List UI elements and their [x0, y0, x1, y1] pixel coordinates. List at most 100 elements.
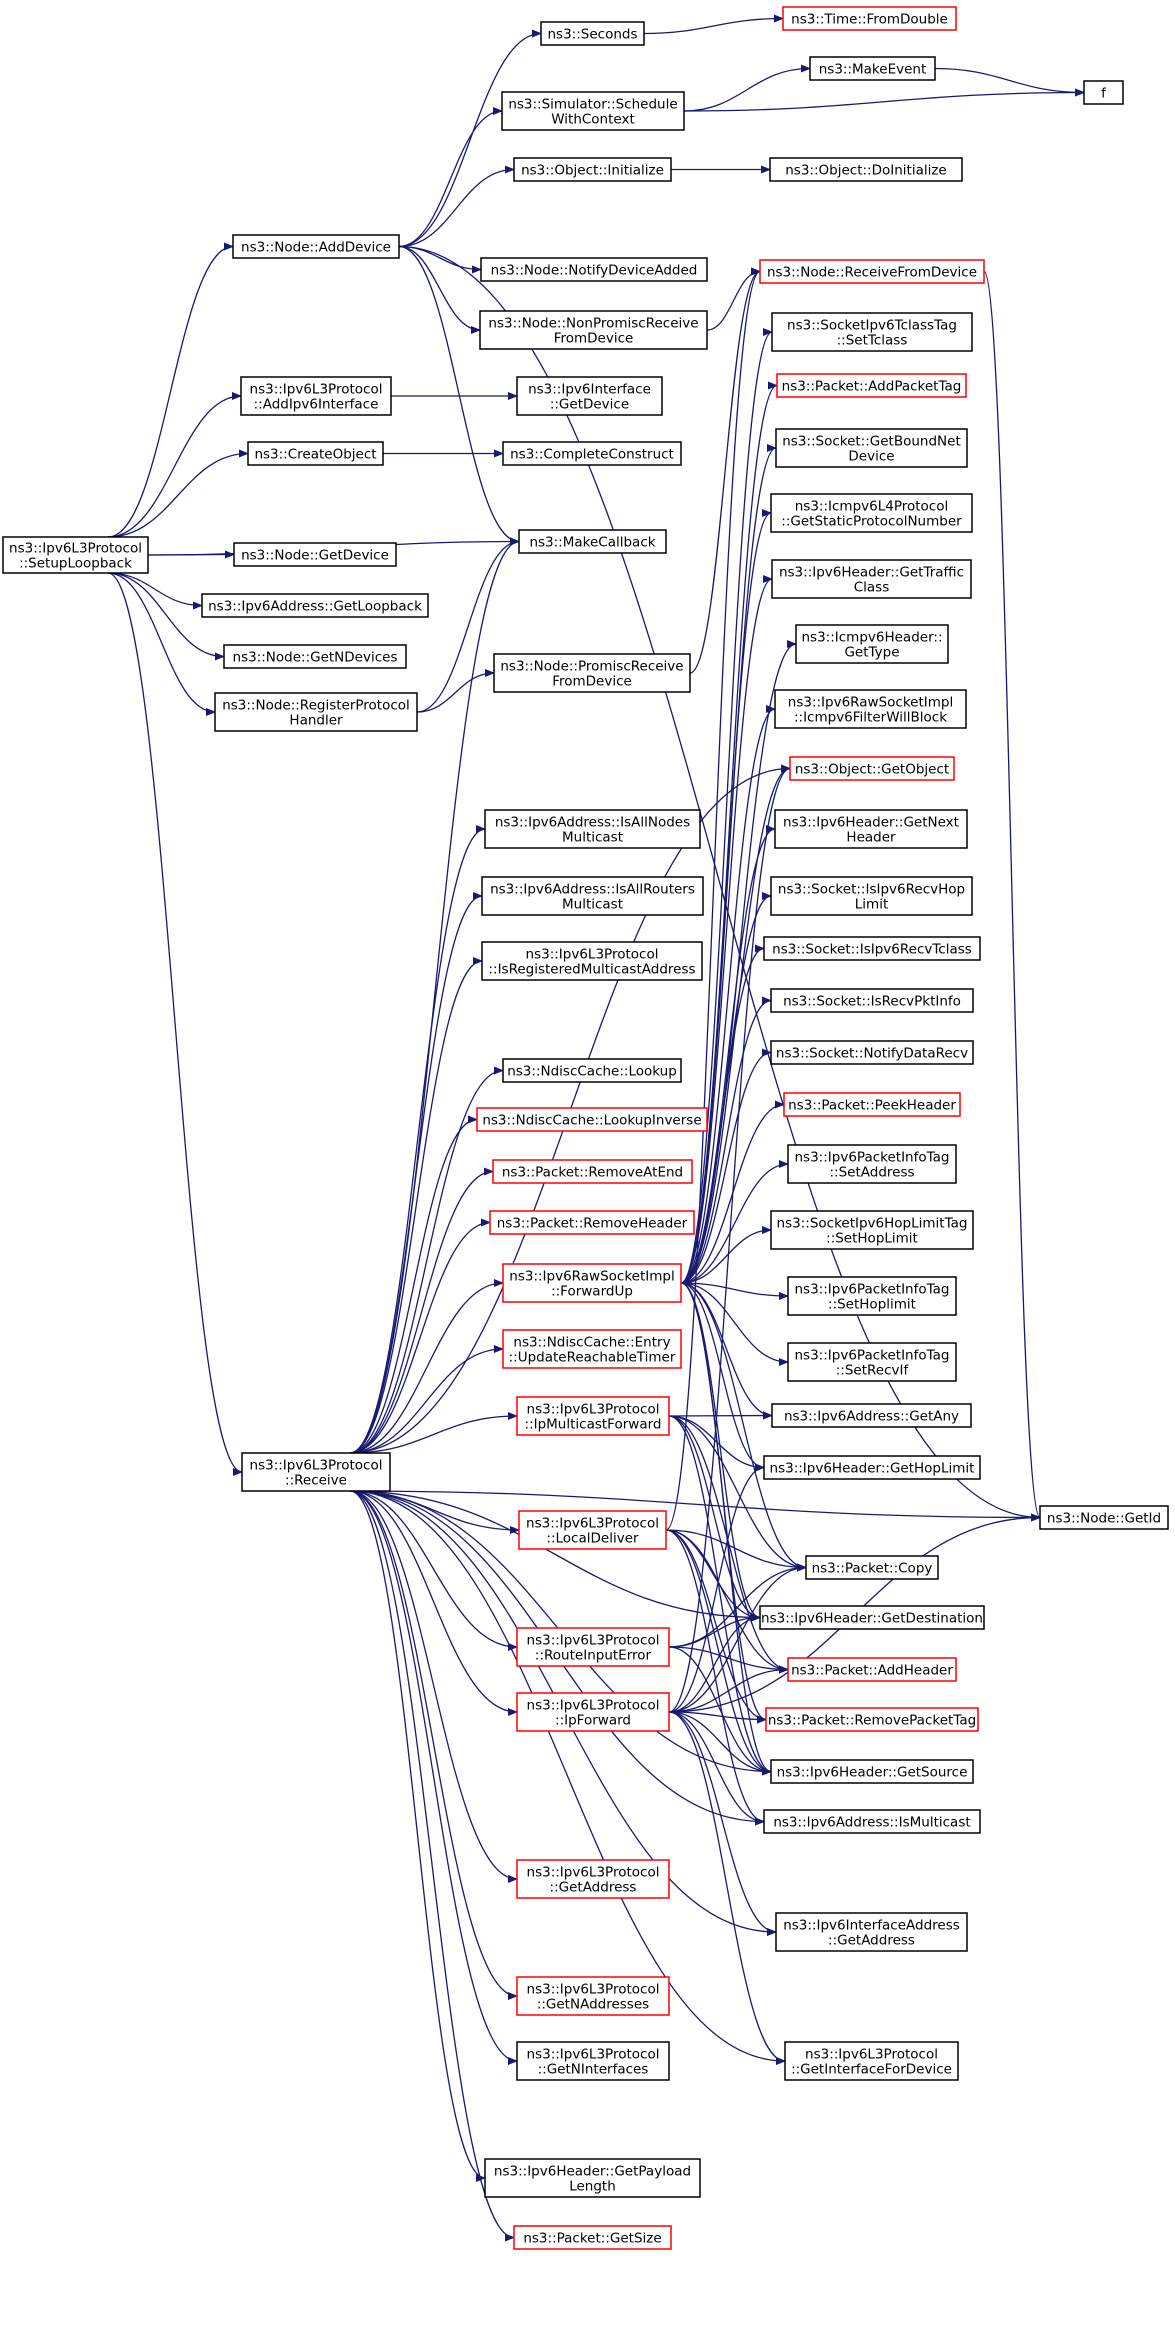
- edge-path: [668, 1613, 761, 1713]
- node-doinit[interactable]: ns3::Object::DoInitialize: [769, 157, 963, 182]
- node-createobj[interactable]: ns3::CreateObject: [247, 441, 384, 466]
- edge-path: [349, 1490, 518, 1883]
- node-box: [770, 1759, 974, 1784]
- node-recvfromdev[interactable]: ns3::Node::ReceiveFromDevice: [759, 259, 985, 284]
- node-addheader[interactable]: ns3::Packet::AddHeader: [787, 1657, 957, 1682]
- node-l3getaddress[interactable]: ns3::Ipv6L3Protocol::GetAddress: [516, 1859, 670, 1899]
- node-objinit[interactable]: ns3::Object::Initialize: [513, 157, 672, 182]
- node-localdeliver[interactable]: ns3::Ipv6L3Protocol::LocalDeliver: [518, 1510, 667, 1550]
- edge-path: [668, 1711, 772, 1776]
- node-pktinfosetaddr[interactable]: ns3::Ipv6PacketInfoTag::SetAddress: [787, 1144, 957, 1184]
- call-edge-localdeliver-to-pktcopy: [665, 1529, 807, 1572]
- node-box: [480, 257, 708, 282]
- node-routeinputerror[interactable]: ns3::Ipv6L3Protocol::RouteInputError: [516, 1627, 670, 1667]
- node-getobject[interactable]: ns3::Object::GetObject: [789, 756, 955, 781]
- node-seconds[interactable]: ns3::Seconds: [540, 21, 645, 46]
- node-gethoplimit[interactable]: ns3::Ipv6Header::GetHopLimit: [763, 1455, 981, 1480]
- call-edge-ipforward-to-getdestination: [668, 1613, 761, 1713]
- node-label-line: GetType: [844, 645, 899, 661]
- node-makeevent[interactable]: ns3::MakeEvent: [809, 56, 936, 81]
- node-makecallback[interactable]: ns3::MakeCallback: [518, 529, 667, 554]
- node-getany[interactable]: ns3::Ipv6Address::GetAny: [771, 1403, 972, 1428]
- node-isrecvtclass[interactable]: ns3::Socket::IsIpv6RecvTclass: [763, 936, 981, 961]
- node-box: [214, 692, 418, 732]
- node-getdestination[interactable]: ns3::Ipv6Header::GetDestination: [759, 1605, 985, 1630]
- call-edge-ipmcastfwd-to-addheader: [668, 1415, 789, 1674]
- node-pktcopy[interactable]: ns3::Packet::Copy: [805, 1555, 939, 1580]
- node-getsource[interactable]: ns3::Ipv6Header::GetSource: [770, 1759, 974, 1784]
- node-removeatend[interactable]: ns3::Packet::RemoveAtEnd: [492, 1159, 693, 1184]
- node-pktinfosethop[interactable]: ns3::Ipv6PacketInfoTag::SetHoplimit: [787, 1276, 957, 1316]
- node-ipmcastfwd[interactable]: ns3::Ipv6L3Protocol::IpMulticastForward: [516, 1396, 670, 1436]
- node-label-line: ::ForwardUp: [551, 1284, 633, 1300]
- node-fromdouble[interactable]: ns3::Time::FromDouble: [782, 6, 957, 31]
- call-edge-receive-to-isregmcast: [349, 957, 483, 1454]
- node-box: [518, 1510, 667, 1550]
- node-notifydev[interactable]: ns3::Node::NotifyDeviceAdded: [480, 257, 708, 282]
- node-addpackettag[interactable]: ns3::Packet::AddPacketTag: [776, 373, 967, 398]
- node-ismulticast[interactable]: ns3::Ipv6Address::IsMulticast: [763, 1809, 981, 1834]
- node-notifydatarecv[interactable]: ns3::Socket::NotifyDataRecv: [770, 1040, 974, 1065]
- node-isregmcast[interactable]: ns3::Ipv6L3Protocol::IsRegisteredMultica…: [481, 941, 703, 981]
- edge-path: [107, 572, 225, 661]
- node-nodegetdevice[interactable]: ns3::Node::GetDevice: [233, 542, 397, 567]
- node-adddevice[interactable]: ns3::Node::AddDevice: [232, 234, 400, 259]
- node-settclass[interactable]: ns3::SocketIpv6TclassTag::SetTclass: [771, 312, 973, 352]
- node-lookupinverse[interactable]: ns3::NdiscCache::LookupInverse: [476, 1107, 708, 1132]
- node-sethoplimit[interactable]: ns3::SocketIpv6HopLimitTag::SetHopLimit: [770, 1210, 974, 1250]
- node-box: [769, 157, 963, 182]
- node-getnaddresses[interactable]: ns3::Ipv6L3Protocol::GetNAddresses: [516, 1976, 670, 2016]
- node-nodegetid[interactable]: ns3::Node::GetId: [1039, 1505, 1169, 1530]
- node-f[interactable]: f: [1083, 80, 1124, 105]
- node-label-line: ns3::SocketIpv6HopLimitTag: [777, 1216, 968, 1232]
- node-getninterfaces[interactable]: ns3::Ipv6L3Protocol::GetNInterfaces: [516, 2041, 670, 2081]
- node-addipv6if[interactable]: ns3::Ipv6L3Protocol::AddIpv6Interface: [240, 376, 392, 416]
- node-completeconstruct[interactable]: ns3::CompleteConstruct: [502, 441, 682, 466]
- node-icmpgetproto[interactable]: ns3::Icmpv6L4Protocol::GetStaticProtocol…: [770, 493, 973, 533]
- node-icmpfilter[interactable]: ns3::Ipv6RawSocketImpl::Icmpv6FilterWill…: [774, 689, 967, 729]
- node-peekheader[interactable]: ns3::Packet::PeekHeader: [783, 1092, 961, 1117]
- node-removeheader[interactable]: ns3::Packet::RemoveHeader: [489, 1210, 695, 1235]
- node-icmpgettype[interactable]: ns3::Icmpv6Header::GetType: [795, 624, 949, 664]
- node-setup[interactable]: ns3::Ipv6L3Protocol::SetupLoopback: [2, 536, 149, 574]
- node-receive[interactable]: ns3::Ipv6L3Protocol::Receive: [241, 1452, 391, 1492]
- node-label-line: ::SetRecvIf: [836, 1363, 910, 1379]
- node-forwardup[interactable]: ns3::Ipv6RawSocketImpl::ForwardUp: [502, 1263, 682, 1303]
- call-edge-localdeliver-to-addheader: [665, 1529, 789, 1674]
- node-label-line: ::GetDevice: [550, 397, 629, 413]
- node-getndevices[interactable]: ns3::Node::GetNDevices: [223, 644, 407, 669]
- node-getsize[interactable]: ns3::Packet::GetSize: [513, 2225, 672, 2250]
- node-label-line: ns3::Socket::IsRecvPktInfo: [783, 994, 961, 1010]
- node-ndisclookup[interactable]: ns3::NdiscCache::Lookup: [502, 1058, 682, 1083]
- node-ifaddrgetaddr[interactable]: ns3::Ipv6InterfaceAddress::GetAddress: [775, 1912, 968, 1952]
- node-box: [502, 441, 682, 466]
- node-isrecvpktinfo[interactable]: ns3::Socket::IsRecvPktInfo: [770, 988, 974, 1013]
- node-updatereach[interactable]: ns3::NdiscCache::Entry::UpdateReachableT…: [502, 1329, 682, 1369]
- node-label-line: Handler: [289, 713, 343, 729]
- call-edge-ipforward-to-removepackettag: [668, 1711, 767, 1724]
- node-ifgetdev[interactable]: ns3::Ipv6Interface::GetDevice: [516, 376, 663, 416]
- call-edge-reghandler-to-makecallback: [416, 537, 520, 713]
- node-removepackettag[interactable]: ns3::Packet::RemovePacketTag: [765, 1707, 979, 1732]
- call-edge-routeinputerror-to-getdestination: [668, 1613, 761, 1648]
- node-setrecvif[interactable]: ns3::Ipv6PacketInfoTag::SetRecvIf: [787, 1342, 957, 1382]
- node-box: [516, 1396, 670, 1436]
- node-label-line: ns3::CreateObject: [254, 447, 376, 463]
- node-getiffordev[interactable]: ns3::Ipv6L3Protocol::GetInterfaceForDevi…: [784, 2041, 959, 2081]
- call-edge-forwardup-to-gettrafficclass: [680, 575, 773, 1284]
- node-label-line: ns3::Icmpv6L4Protocol: [795, 499, 949, 515]
- node-ipforward[interactable]: ns3::Ipv6L3Protocol::IpForward: [516, 1692, 670, 1732]
- node-getloopback[interactable]: ns3::Ipv6Address::GetLoopback: [201, 593, 429, 618]
- node-label-line: ns3::Node::NonPromiscReceive: [488, 316, 698, 332]
